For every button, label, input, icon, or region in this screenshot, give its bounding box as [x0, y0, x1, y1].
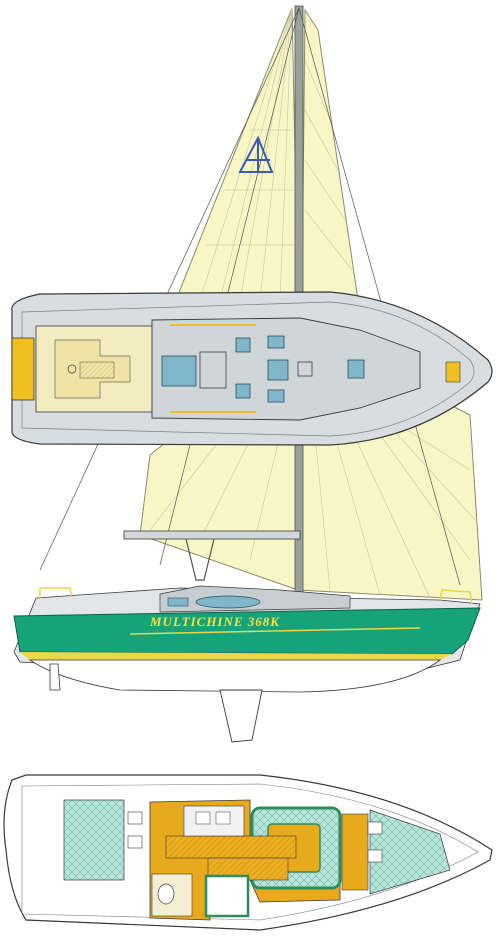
rigging — [39, 7, 461, 586]
hull-profile — [13, 585, 481, 743]
boom — [123, 530, 301, 540]
hatches — [161, 335, 365, 403]
forepeak — [369, 809, 451, 895]
interior-plan — [3, 774, 493, 931]
aft-berth — [63, 799, 125, 881]
deck-plan — [11, 291, 493, 446]
sail-logo-icon — [238, 135, 274, 173]
hull-name-label: MULTICHINE 368K — [150, 614, 280, 629]
mainsail-upper — [301, 8, 359, 301]
stern-locker — [11, 337, 35, 401]
